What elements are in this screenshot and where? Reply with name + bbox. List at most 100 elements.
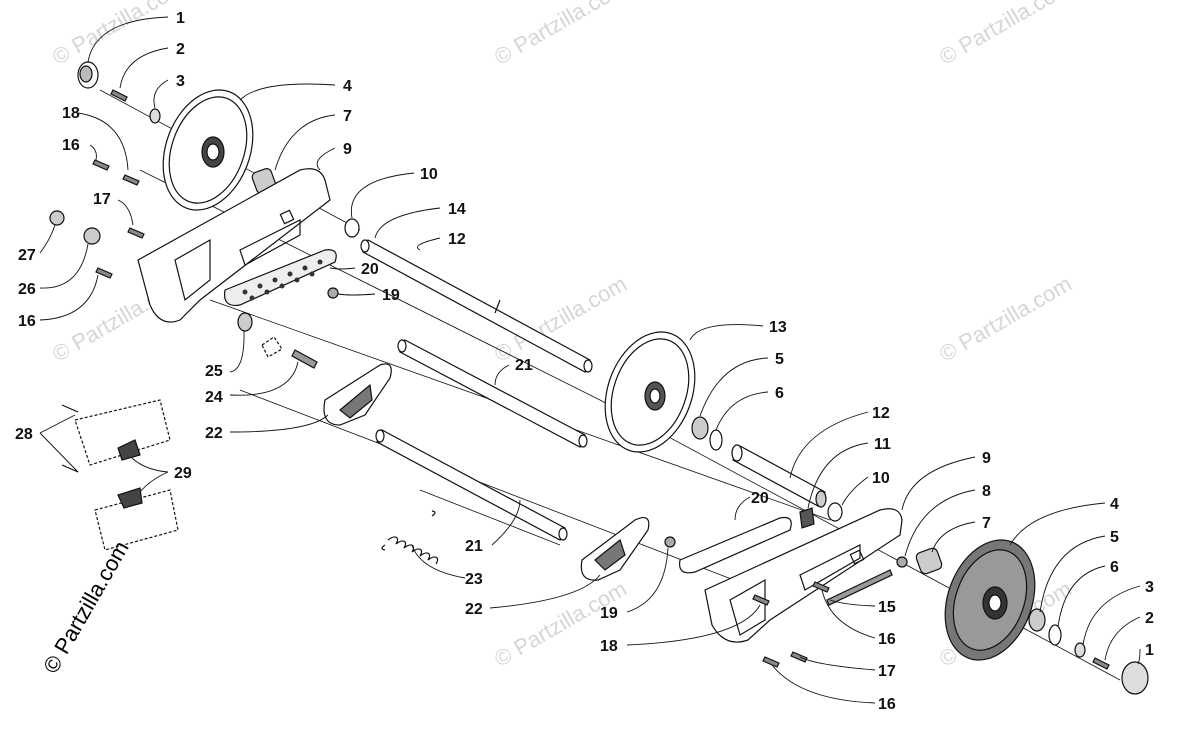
callout-label: 7 (343, 108, 352, 125)
callout-label: 24 (205, 389, 223, 406)
ring-6-right (1048, 624, 1062, 646)
slide-pad-20-right (678, 516, 792, 574)
washer-3-right (1074, 642, 1086, 658)
callout-label: 3 (176, 73, 185, 90)
callout-label: 2 (1145, 610, 1154, 627)
callout-label: 18 (600, 638, 618, 655)
callout-label: 4 (343, 78, 352, 95)
nut-27 (49, 210, 65, 226)
callout-label: 22 (205, 425, 223, 442)
callout-label: 18 (62, 105, 80, 122)
callout-label: 10 (420, 166, 438, 183)
washer-10-right (827, 502, 843, 522)
leader-lines (39, 16, 1141, 704)
bearing-5-center (691, 416, 709, 440)
callout-label: 21 (515, 357, 533, 374)
callout-label: 4 (1110, 496, 1119, 513)
callout-label: 9 (343, 141, 352, 158)
right-idler-wheel (944, 539, 1036, 661)
callout-label: 27 (18, 247, 36, 264)
left-side-rail-plate (137, 168, 331, 323)
bolt-17-left (127, 227, 145, 239)
spacer-26 (83, 227, 101, 245)
bearing-5-right (1028, 608, 1046, 632)
washer-3-top (149, 108, 161, 124)
callout-label: 15 (878, 599, 896, 616)
callout-label: 23 (465, 571, 483, 588)
nut-19-top (327, 287, 339, 299)
shaft-14 (360, 239, 593, 373)
washer-10-top (344, 218, 360, 238)
bolt-16-left (92, 159, 110, 171)
bolt-17-right (790, 651, 808, 663)
callout-label: 19 (600, 605, 618, 622)
bolt-15 (826, 569, 893, 606)
callout-label: 5 (1110, 529, 1119, 546)
clip-11 (799, 507, 815, 529)
callout-label: 6 (775, 385, 784, 402)
bolt-24 (291, 349, 318, 369)
right-side-rail-plate (704, 508, 903, 643)
callout-label: 13 (769, 319, 787, 336)
callout-label: 5 (775, 351, 784, 368)
callout-label: 20 (361, 261, 379, 278)
callout-label: 28 (15, 426, 33, 443)
bushing-7-right (915, 547, 943, 575)
clip-29-lower (117, 487, 143, 509)
pin-28-lower (61, 464, 79, 473)
callout-label: 16 (62, 137, 80, 154)
callout-label: 22 (465, 601, 483, 618)
callout-label: 1 (176, 10, 185, 27)
bolt-16-lower-left (95, 267, 113, 279)
slide-pad-20-top (223, 249, 337, 307)
callout-label: 20 (751, 490, 769, 507)
callout-label: 17 (93, 191, 111, 208)
callout-label: 9 (982, 450, 991, 467)
callout-label: 16 (18, 313, 36, 330)
callout-label: 26 (18, 281, 36, 298)
shaft-21-middle (397, 339, 588, 448)
callout-label: 1 (1145, 642, 1154, 659)
bolt-18-right (752, 594, 770, 606)
callout-label: 12 (872, 405, 890, 422)
callout-label: 17 (878, 663, 896, 680)
callout-label: 16 (878, 696, 896, 713)
callout-label: 8 (982, 483, 991, 500)
pin-28-upper (61, 404, 79, 413)
inset-plate-detail (74, 399, 179, 551)
bracket-22-right (580, 517, 650, 581)
callout-label: 25 (205, 363, 223, 380)
plate-ghost-25 (261, 336, 283, 358)
bolt-2-top (110, 89, 128, 102)
left-end-cap (77, 61, 99, 89)
left-idler-wheel (162, 89, 254, 211)
callout-label: 19 (382, 287, 400, 304)
ring-6-center (709, 429, 723, 451)
bolt-16-right-lower (762, 656, 780, 668)
spacer-25 (237, 312, 253, 332)
nut-8 (896, 556, 908, 568)
callout-label: 7 (982, 515, 991, 532)
callout-label: 29 (174, 465, 192, 482)
callout-label: 11 (874, 436, 891, 453)
center-idler-wheel-13 (604, 331, 696, 453)
shaft-21-lower (375, 429, 568, 541)
bolt-16-right-upper (812, 581, 830, 593)
callout-label: 16 (878, 631, 896, 648)
callout-label: 3 (1145, 579, 1154, 596)
callout-label: 6 (1110, 559, 1119, 576)
bolt-18-left (122, 174, 140, 186)
bracket-22-left (323, 363, 392, 426)
right-end-cap (1121, 661, 1149, 695)
bolt-2-right (1092, 657, 1110, 670)
nut-19-lower (664, 536, 676, 548)
callout-label: 10 (872, 470, 890, 487)
shaft-12-right (731, 444, 827, 508)
callout-label: 2 (176, 41, 185, 58)
callout-label: 14 (448, 201, 466, 218)
clip-29-upper (117, 439, 141, 461)
callout-label: 12 (448, 231, 466, 248)
spring-23 (381, 510, 439, 565)
